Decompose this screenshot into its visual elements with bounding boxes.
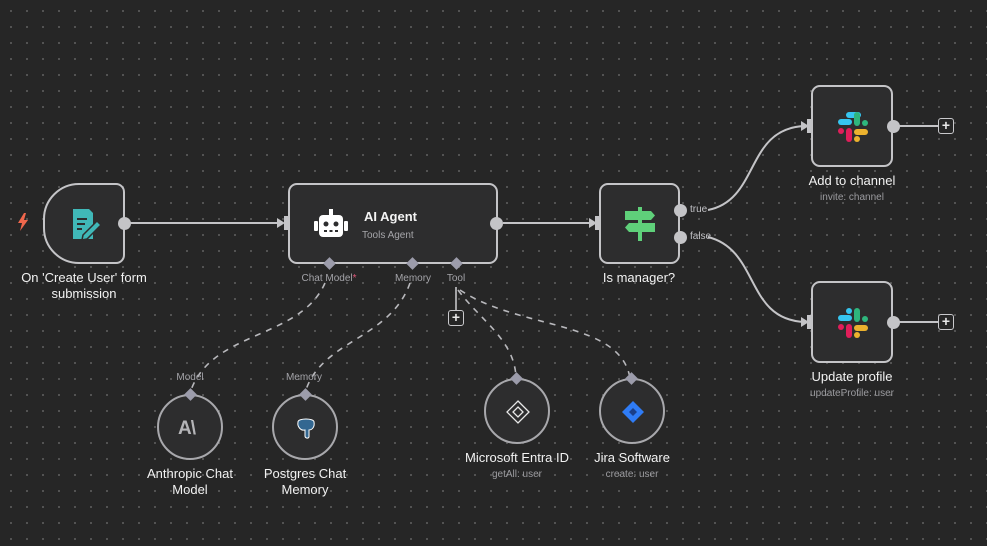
trigger-output-port[interactable]: [118, 217, 131, 230]
true-output-port[interactable]: [674, 204, 687, 217]
signpost-icon: [623, 207, 657, 246]
agent-input-port[interactable]: [284, 216, 290, 230]
update-profile-output-port[interactable]: [887, 316, 900, 329]
anthropic-icon: A\: [178, 418, 196, 439]
add-node-button[interactable]: +: [938, 118, 954, 134]
add-tool-button[interactable]: +: [448, 310, 464, 326]
entra-title: Microsoft Entra ID: [464, 450, 570, 465]
entra-id-icon: [505, 399, 531, 430]
slack-icon: [836, 110, 870, 149]
ai-agent-node[interactable]: AI Agent Tools Agent: [288, 183, 498, 264]
add-to-channel-node[interactable]: [811, 85, 893, 167]
chat-model-port-label: Chat Model*: [301, 273, 357, 284]
jira-software-node[interactable]: [599, 378, 665, 444]
memory-port-label: Memory: [394, 273, 432, 284]
anthropic-port-label: Model: [176, 372, 204, 383]
add-channel-input-port[interactable]: [807, 119, 813, 133]
update-profile-title: Update profile: [811, 369, 893, 384]
agent-output-port[interactable]: [490, 217, 503, 230]
postgres-chat-memory-node[interactable]: [272, 394, 338, 460]
is-manager-node[interactable]: [599, 183, 680, 264]
robot-icon: [314, 209, 348, 244]
false-branch-label: false: [690, 231, 712, 242]
jira-subtitle: create: user: [605, 469, 659, 480]
add-channel-subtitle: invite: channel: [820, 192, 884, 203]
lightning-icon: [17, 213, 29, 231]
update-profile-node[interactable]: [811, 281, 893, 363]
form-trigger-node[interactable]: [43, 183, 125, 264]
edge-false-update: [707, 236, 806, 323]
edge-tool-entra: [457, 289, 517, 379]
true-branch-label: true: [690, 204, 708, 215]
jira-icon: [621, 400, 645, 429]
add-channel-title: Add to channel: [808, 173, 896, 188]
anthropic-chat-model-node[interactable]: A\: [157, 394, 223, 460]
form-edit-icon: [69, 207, 103, 246]
edge-tool-jira: [459, 289, 631, 379]
agent-title: AI Agent: [364, 209, 417, 224]
add-node-button[interactable]: +: [938, 314, 954, 330]
if-title: Is manager?: [602, 270, 676, 285]
slack-icon: [836, 306, 870, 345]
jira-title: Jira Software: [594, 450, 670, 465]
false-output-port[interactable]: [674, 231, 687, 244]
postgres-port-label: Memory: [285, 372, 323, 383]
tool-port-label: Tool: [446, 273, 466, 284]
update-profile-input-port[interactable]: [807, 315, 813, 329]
add-channel-output-port[interactable]: [887, 120, 900, 133]
update-profile-subtitle: updateProfile: user: [810, 388, 894, 399]
postgres-elephant-icon: [294, 416, 318, 445]
entra-subtitle: getAll: user: [491, 469, 543, 480]
microsoft-entra-id-node[interactable]: [484, 378, 550, 444]
edge-true-add: [707, 125, 806, 211]
if-input-port[interactable]: [595, 216, 601, 230]
agent-subtitle: Tools Agent: [362, 230, 414, 241]
